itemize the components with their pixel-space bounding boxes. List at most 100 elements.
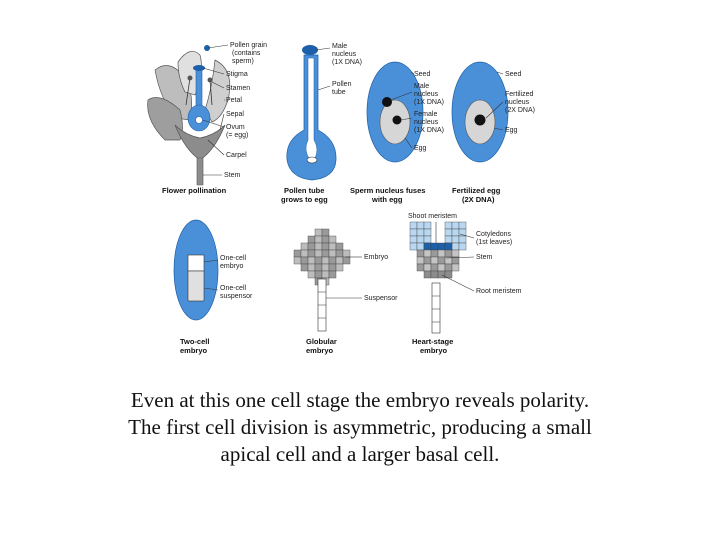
globular-cell xyxy=(307,249,316,258)
heart-body-cell xyxy=(437,256,446,265)
globular-cell xyxy=(307,242,316,251)
globular-cell xyxy=(314,256,323,265)
cotyledon-cell xyxy=(451,242,460,251)
caption-globular: Globular xyxy=(306,337,337,346)
heart-body-cell xyxy=(444,263,453,272)
label-sepal: Sepal xyxy=(226,111,244,118)
lead-fusion-egg xyxy=(404,137,413,149)
label-one-cell-embryo: One-cell xyxy=(220,255,247,262)
label-fert-egg: Egg xyxy=(505,127,518,134)
globular-cell xyxy=(321,235,330,244)
globular-cell xyxy=(314,249,323,258)
heart-body-cell xyxy=(423,263,432,272)
two-cell-panel: One-cell embryo One-cell suspensor Two-c… xyxy=(173,219,253,355)
lead-stigma xyxy=(202,67,225,75)
label-fusion-seed: Seed xyxy=(414,71,430,78)
label-shoot-meristem: Shoot meristem xyxy=(408,213,457,220)
flower-ovum xyxy=(195,116,203,124)
heart-body-cell xyxy=(444,249,453,258)
flower-panel: Pollen grain (contains sperm) Stigma Sta… xyxy=(147,42,267,195)
label-tube: tube xyxy=(332,89,346,96)
label-one-cell-suspensor: One-cell xyxy=(220,285,247,292)
embryo-development-figure: Pollen grain (contains sperm) Stigma Sta… xyxy=(147,42,535,355)
label-fusion-male-dna: (1X DNA) xyxy=(414,99,444,106)
cotyledon-cell xyxy=(416,228,425,237)
lead-fusion-seed xyxy=(410,71,415,75)
globular-cell xyxy=(328,242,337,251)
cotyledon-cell xyxy=(451,228,460,237)
label-fert-fertilized: Fertilized xyxy=(505,91,534,98)
globular-cell xyxy=(321,228,330,237)
caption-heart-stage: Heart-stage xyxy=(412,337,453,346)
lead-pollen xyxy=(207,44,229,49)
flower-stem xyxy=(196,157,204,186)
cotyledon-cell xyxy=(444,235,453,244)
globular-cell xyxy=(321,256,330,265)
flower-style xyxy=(195,67,203,111)
heart-body-cell xyxy=(423,256,432,265)
globular-cell xyxy=(314,228,323,237)
label-one-cell-embryo-2: embryo xyxy=(220,263,243,270)
lead-heart-stem xyxy=(445,256,475,259)
cotyledon-cell xyxy=(409,242,418,251)
label-fert-seed: Seed xyxy=(505,71,521,78)
globular-cell xyxy=(307,256,316,265)
globular-cell xyxy=(328,256,337,265)
cotyledon-cell xyxy=(409,235,418,244)
lead-fert-seed xyxy=(496,71,504,75)
two-cell-apical xyxy=(187,254,205,272)
globular-cell xyxy=(300,242,309,251)
label-one-cell-suspensor-2: suspensor xyxy=(220,293,253,300)
heart-body-cell xyxy=(451,249,460,258)
globular-cell xyxy=(335,242,344,251)
label-stigma: Stigma xyxy=(226,71,248,78)
globular-cell xyxy=(328,263,337,272)
label-cotyledons-first-leaves: (1st leaves) xyxy=(476,239,512,246)
label-male: Male xyxy=(332,43,347,50)
lead-fusion-male xyxy=(390,91,413,101)
flower-petal-left xyxy=(147,97,183,141)
label-fusion-male-nucleus: nucleus xyxy=(414,91,439,98)
label-petal: Petal xyxy=(226,97,242,104)
lead-pollen-tube xyxy=(317,85,331,91)
heart-body-cell xyxy=(437,249,446,258)
shoot-meristem-cell xyxy=(437,242,446,251)
globular-cell xyxy=(293,249,302,258)
cotyledon-cell xyxy=(416,221,425,230)
lead-stamen xyxy=(211,81,225,89)
cotyledon-cell xyxy=(409,221,418,230)
heart-body-cell xyxy=(451,256,460,265)
globular-cell xyxy=(335,256,344,265)
flower-stamen xyxy=(185,77,191,106)
caption-heart-embryo: embryo xyxy=(420,346,448,355)
globular-cell xyxy=(293,256,302,265)
globular-cell xyxy=(321,263,330,272)
lead-one-cell-suspensor xyxy=(203,287,219,291)
cotyledon-cell xyxy=(451,221,460,230)
heart-body-cell xyxy=(430,249,439,258)
root-meristem-cell xyxy=(423,270,432,279)
cotyledon-cell xyxy=(451,235,460,244)
cotyledon-cell xyxy=(458,235,467,244)
globular-cell xyxy=(314,235,323,244)
heart-body-cell xyxy=(430,256,439,265)
label-fert-nucleus: nucleus xyxy=(505,99,530,106)
cotyledon-cell xyxy=(423,228,432,237)
lead-sepal xyxy=(219,113,225,131)
caption-sperm-fuses: Sperm nucleus fuses xyxy=(350,186,425,195)
cotyledon-cell xyxy=(458,242,467,251)
globular-cell xyxy=(314,263,323,272)
label-ovum: Ovum xyxy=(226,124,245,131)
lead-carpel xyxy=(207,139,225,156)
globular-cell xyxy=(321,242,330,251)
label-male-dna: (1X DNA) xyxy=(332,59,362,66)
label-pollen-grain: Pollen grain xyxy=(230,42,267,49)
root-meristem-cell xyxy=(430,270,439,279)
label-globular-suspensor: Suspensor xyxy=(364,295,398,302)
globular-cell-mass xyxy=(293,228,351,286)
cotyledon-cell xyxy=(409,228,418,237)
cotyledon-cell xyxy=(416,242,425,251)
globular-cell xyxy=(314,242,323,251)
cotyledon-cell xyxy=(423,235,432,244)
lead-one-cell-embryo xyxy=(203,259,219,263)
